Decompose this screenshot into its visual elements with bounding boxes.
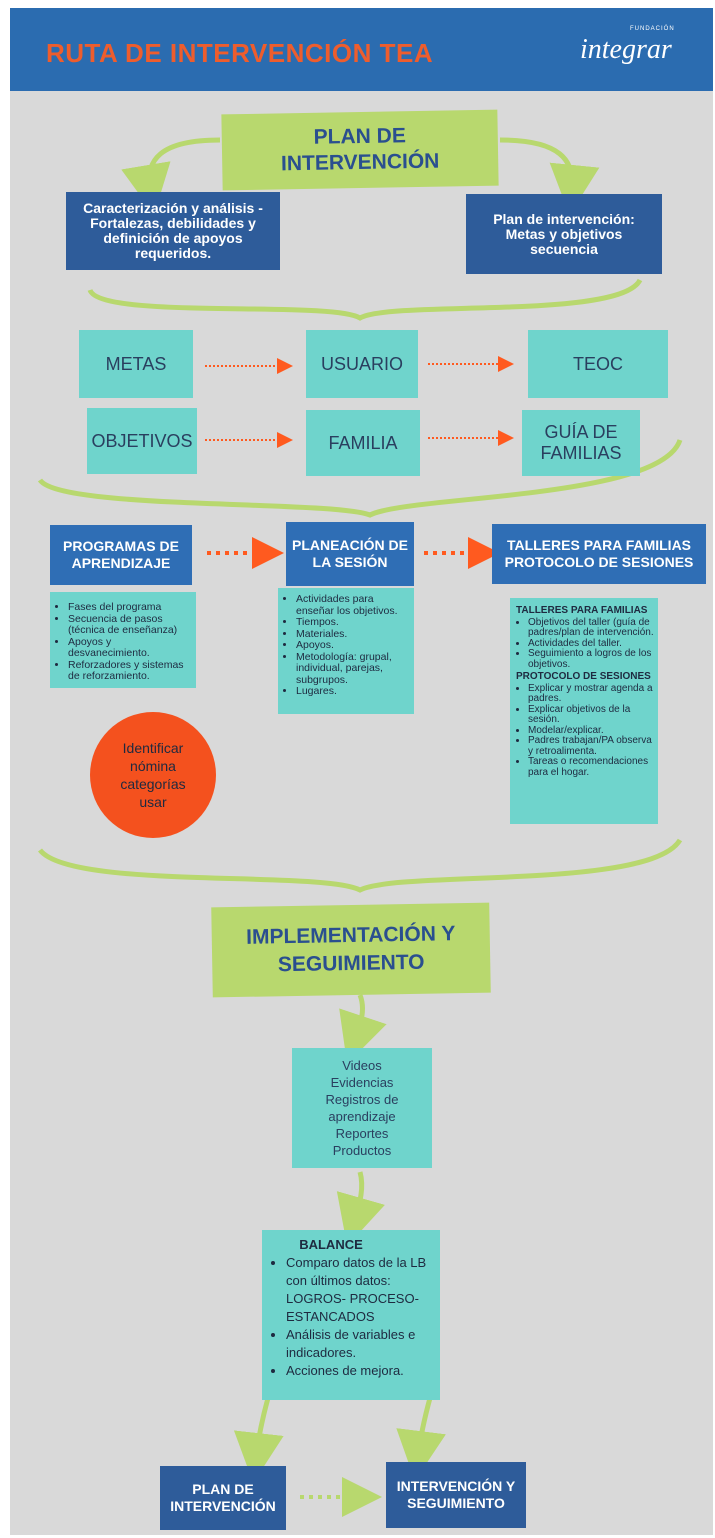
plan-metas-box: Plan de intervención: Metas y objetivos … [466, 194, 662, 274]
identificar-line-3: categorías [120, 776, 186, 792]
bottom-plan-line-1: PLAN DE [192, 1481, 254, 1497]
list-item: Materiales. [296, 628, 410, 641]
teoc-box: TEOC [528, 330, 668, 398]
list-item: Actividades del taller. [528, 638, 654, 650]
arrow-to-right-box [499, 137, 600, 215]
left-box-line-3: definición de apoyos [103, 230, 243, 246]
implementacion-title: IMPLEMENTACIÓN Y SEGUIMIENTO [211, 902, 491, 998]
protocolo-subtitle: PROTOCOLO DE SESIONES [516, 671, 651, 682]
list-item: Metodología: grupal, individual, parejas… [296, 651, 410, 687]
list-item: Objetivos del taller (guía de padres/pla… [528, 617, 654, 639]
planeacion-header: PLANEACIÓN DE LA SESIÓN [286, 522, 414, 586]
talleres-list: TALLERES PARA FAMILIAS Objetivos del tal… [510, 598, 658, 824]
list-item: Apoyos. [296, 639, 410, 652]
talleres-subtitle: TALLERES PARA FAMILIAS [516, 605, 648, 616]
implementacion-line-2: SEGUIMIENTO [277, 950, 425, 977]
list-item: Padres trabajan/PA observa y retroalimen… [528, 735, 654, 757]
balance-title: BALANCE [299, 1237, 363, 1252]
list-item: Secuencia de pasos (técnica de enseñanza… [68, 613, 192, 637]
brace-2 [37, 438, 683, 518]
arrow-evid-to-balance [336, 1171, 385, 1247]
list-item: Tareas o recomendaciones para el hogar. [528, 756, 654, 778]
list-item: Modelar/explicar. [528, 725, 654, 737]
list-item: Explicar objetivos de la sesión. [528, 704, 654, 726]
list-item: Actividades para enseñar los objetivos. [296, 593, 410, 617]
identificar-circle: Identificar nómina categorías usar [90, 712, 216, 838]
talleres-header: TALLERES PARA FAMILIAS PROTOCOLO DE SESI… [492, 524, 706, 584]
evidencia-line: Reportes [335, 1126, 389, 1141]
planeacion-line-1: PLANEACIÓN DE [292, 537, 408, 553]
talleres-line-1: TALLERES PARA FAMILIAS [506, 537, 692, 553]
left-box-line-1: Caracterización y análisis - [83, 200, 263, 216]
balance-box: BALANCE Comparo datos de la LB con últim… [262, 1230, 440, 1400]
list-item: Tiempos. [296, 616, 410, 629]
bottom-inter-line-2: SEGUIMIENTO [407, 1495, 505, 1511]
caracterizacion-box: Caracterización y análisis - Fortalezas,… [66, 192, 280, 270]
guia-line-2: FAMILIAS [540, 443, 622, 463]
list-item: Comparo datos de la LB con últimos datos… [286, 1254, 434, 1326]
identificar-line-1: Identificar [122, 740, 184, 756]
list-item: Explicar y mostrar agenda a padres. [528, 683, 654, 705]
brace-3 [38, 838, 683, 893]
arrow-impl-to-evid [339, 994, 387, 1064]
planeacion-line-2: LA SESIÓN [312, 554, 388, 570]
list-item: Acciones de mejora. [286, 1362, 434, 1380]
brace-1 [87, 278, 643, 321]
list-item: Seguimiento a logros de los objetivos. [528, 648, 654, 670]
left-box-line-4: requeridos. [134, 245, 212, 261]
guia-familias-box: GUÍA DE FAMILIAS [522, 410, 640, 476]
brand-small-text: FUNDACIÓN [630, 26, 675, 32]
identificar-line-2: nómina [130, 758, 176, 774]
evidencia-line: Evidencias [330, 1075, 394, 1090]
left-box-line-2: Fortalezas, debilidades y [90, 215, 256, 231]
evidencia-line: Registros de [325, 1092, 399, 1107]
list-item: Reforzadores y sistemas de reforzamiento… [68, 659, 192, 683]
implementacion-line-1: IMPLEMENTACIÓN Y [245, 922, 456, 949]
evidencia-line: aprendizaje [328, 1109, 396, 1124]
talleres-line-2: PROTOCOLO DE SESIONES [504, 554, 694, 570]
programas-header: PROGRAMAS DE APRENDIZAJE [50, 525, 192, 585]
plan-intervencion-bottom: PLAN DE INTERVENCIÓN [160, 1466, 286, 1530]
list-item: Lugares. [296, 685, 410, 698]
familia-box: FAMILIA [306, 410, 420, 476]
evidencia-line: Videos [342, 1058, 382, 1073]
arrow-balance-to-inter [396, 1397, 446, 1481]
list-item: Apoyos y desvanecimiento. [68, 636, 192, 660]
planeacion-list: Actividades para enseñar los objetivos. … [278, 588, 414, 714]
programas-list: Fases del programa Secuencia de pasos (t… [50, 592, 196, 688]
list-item: Análisis de variables e indicadores. [286, 1326, 434, 1362]
evidencia-line: Productos [332, 1143, 392, 1158]
bottom-inter-line-1: INTERVENCIÓN Y [396, 1478, 516, 1494]
guia-line-1: GUÍA DE [544, 422, 618, 442]
right-box-line-2: Metas y objetivos [505, 225, 623, 242]
objetivos-box: OBJETIVOS [87, 408, 197, 474]
plan-line-1: PLAN DE [313, 124, 407, 149]
arrow-to-left-box [121, 137, 221, 215]
arrow-balance-to-plan [233, 1397, 284, 1483]
right-box-line-3: secuencia [530, 240, 598, 257]
header-bar [10, 8, 713, 91]
evidencias-box: Videos Evidencias Registros de aprendiza… [292, 1048, 432, 1168]
bottom-plan-line-2: INTERVENCIÓN [170, 1498, 276, 1514]
programas-line-2: APRENDIZAJE [71, 555, 171, 571]
right-box-line-1: Plan de intervención: [493, 210, 635, 227]
intervencion-seguimiento-bottom: INTERVENCIÓN Y SEGUIMIENTO [386, 1462, 526, 1528]
plan-line-2: INTERVENCIÓN [280, 149, 440, 176]
usuario-box: USUARIO [306, 330, 418, 398]
list-item: Fases del programa [68, 601, 192, 614]
page-title: RUTA DE INTERVENCIÓN TEA [46, 38, 434, 68]
metas-box: METAS [79, 330, 193, 398]
brand-logo: integrar [580, 34, 672, 65]
plan-intervencion-title: PLAN DE INTERVENCIÓN [221, 109, 499, 191]
programas-line-1: PROGRAMAS DE [63, 538, 179, 554]
identificar-line-4: usar [139, 794, 167, 810]
